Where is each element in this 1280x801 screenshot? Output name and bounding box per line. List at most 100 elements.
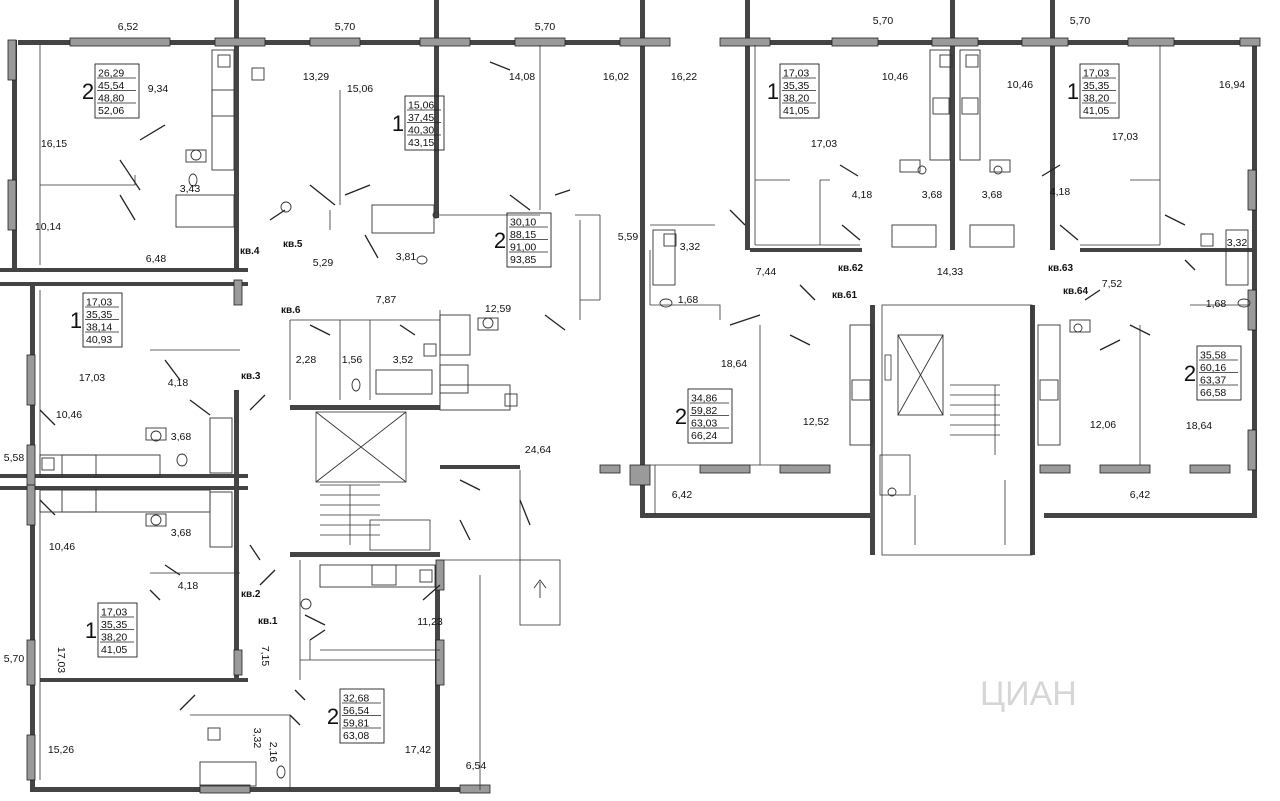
summary-box (94, 63, 140, 119)
apartment-number: кв.4 (240, 246, 260, 257)
room-area-label: 5,59 (618, 231, 639, 243)
area-value: 38,14 (86, 322, 112, 334)
area-value: 91,00 (510, 242, 536, 254)
room-area-label: 12,06 (1090, 419, 1116, 431)
area-value: 35,58 (1200, 350, 1226, 362)
room-area-label: 10,14 (35, 221, 61, 233)
elevator-icon (315, 411, 407, 483)
area-value: 93,85 (510, 254, 536, 266)
area-value: 56,54 (343, 705, 369, 717)
room-area-label: 3,43 (180, 183, 201, 195)
summary-box (1196, 345, 1242, 401)
room-area-label-vertical: 17,03 (55, 647, 67, 673)
apartment-number: кв.62 (838, 263, 863, 274)
stairwell-left (315, 411, 431, 551)
area-value: 41,05 (1083, 105, 1109, 117)
bathtub-icon (175, 194, 235, 228)
apartment-number: кв.6 (281, 305, 301, 316)
room-area-label: 5,70 (1070, 15, 1091, 27)
area-value: 40,93 (86, 334, 112, 346)
room-area-label: 9,34 (148, 83, 169, 95)
room-area-label: 16,15 (41, 138, 67, 150)
area-value: 59,81 (343, 718, 369, 730)
toilet-icon (188, 173, 198, 187)
area-value: 59,82 (691, 405, 717, 417)
room-count: 1 (1067, 79, 1079, 104)
room-area-label: 10,46 (56, 409, 82, 421)
area-value: 37,45 (408, 112, 434, 124)
room-area-label: 5,70 (873, 15, 894, 27)
room-area-label: 10,46 (1007, 79, 1033, 91)
room-area-label: 11,23 (417, 616, 443, 628)
area-value: 63,03 (691, 418, 717, 430)
room-count: 1 (70, 308, 82, 333)
room-count: 1 (392, 111, 404, 136)
summary-box (82, 292, 123, 348)
summary-box (404, 95, 445, 151)
room-area-label: 6,42 (672, 489, 693, 501)
area-value: 15,06 (408, 100, 434, 112)
room-area-label: 16,22 (671, 71, 697, 83)
room-area-label: 4,18 (168, 377, 189, 389)
room-area-label: 6,42 (1130, 489, 1151, 501)
area-value: 30,10 (510, 217, 536, 229)
doors (39, 61, 1196, 726)
room-area-label: 3,32 (680, 241, 701, 253)
windows (7, 37, 1261, 794)
room-area-label: 13,29 (303, 71, 329, 83)
area-value: 66,24 (691, 430, 717, 442)
area-value: 17,03 (101, 607, 127, 619)
area-value: 17,03 (86, 297, 112, 309)
apartment-number: кв.64 (1063, 286, 1088, 297)
area-value: 45,54 (98, 80, 124, 92)
area-value: 52,06 (98, 105, 124, 117)
room-area-label: 16,02 (603, 71, 629, 83)
room-area-label: 16,94 (1219, 79, 1245, 91)
room-count: 2 (1184, 361, 1196, 386)
room-area-label-vertical: 7,15 (259, 646, 271, 667)
room-area-label: 5,70 (335, 21, 356, 33)
room-area-label: 6,54 (466, 760, 487, 772)
room-area-label: 7,44 (756, 266, 777, 278)
entrance-arrow (519, 559, 561, 626)
room-area-label: 12,59 (485, 303, 511, 315)
area-value: 34,86 (691, 393, 717, 405)
room-area-label: 15,06 (347, 83, 373, 95)
watermark: ЦИАН (980, 675, 1077, 713)
room-area-label: 6,48 (146, 253, 167, 265)
room-area-label: 6,52 (118, 21, 139, 33)
apartment-number: кв.2 (241, 589, 261, 600)
area-value: 41,05 (783, 105, 809, 117)
room-area-label: 3,68 (171, 527, 192, 539)
room-area-label-vertical: 3,32 (251, 728, 263, 749)
room-area-label: 2,28 (296, 354, 317, 366)
area-value: 66,58 (1200, 387, 1226, 399)
area-value: 63,37 (1200, 375, 1226, 387)
room-area-label: 12,52 (803, 416, 829, 428)
room-area-label: 4,18 (1050, 186, 1071, 198)
area-value: 43,15 (408, 137, 434, 149)
area-value: 35,35 (101, 619, 127, 631)
summary-box (779, 63, 820, 119)
room-area-label: 3,32 (1227, 237, 1248, 249)
apartment-number: кв.3 (241, 371, 261, 382)
room-area-label: 7,52 (1102, 278, 1123, 290)
area-value: 17,03 (783, 68, 809, 80)
room-area-label: 3,52 (393, 354, 414, 366)
room-area-label: 17,42 (405, 744, 431, 756)
room-area-label: 24,64 (525, 444, 551, 456)
area-value: 32,68 (343, 693, 369, 705)
room-area-label: 3,68 (922, 189, 943, 201)
room-area-label: 1,68 (678, 294, 699, 306)
room-area-label: 18,64 (721, 358, 747, 370)
room-count: 2 (327, 704, 339, 729)
summary-box (97, 602, 138, 658)
area-value: 17,03 (1083, 68, 1109, 80)
